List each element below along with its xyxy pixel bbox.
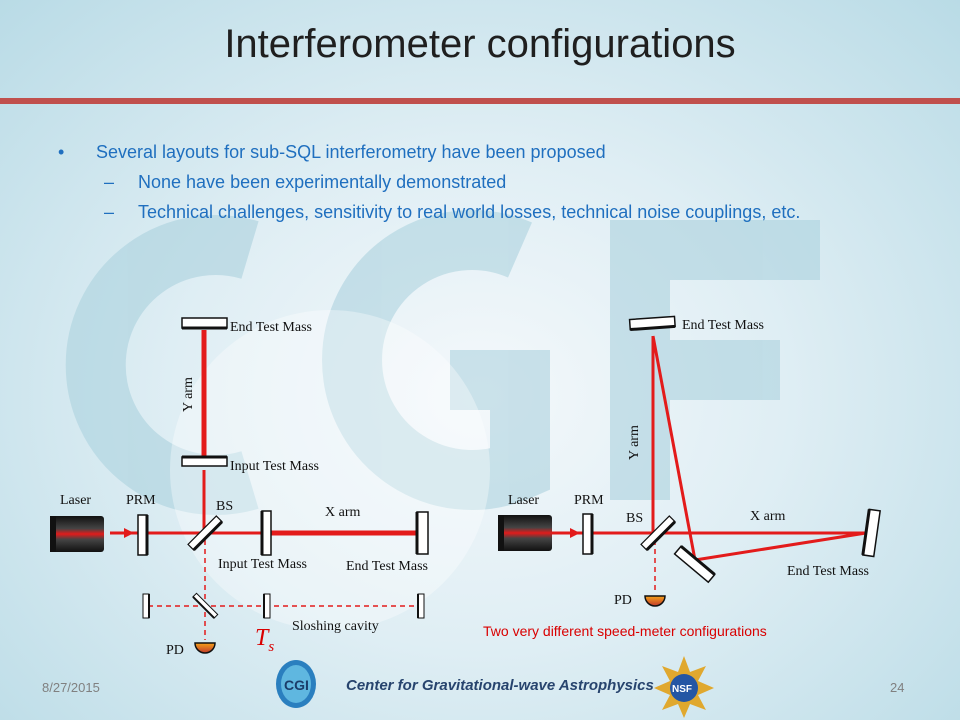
dash-icon: – [104,202,115,222]
end-test-mass-x [416,511,429,555]
right-interferometer: End Test Mass Y arm Laser PRM BS X arm E… [498,315,881,608]
label-prm: PRM [574,493,604,508]
left-interferometer: End Test Mass Y arm Input Test Mass Lase… [50,317,429,658]
label-x-arm: X arm [750,509,785,524]
photodetector-icon [644,595,666,607]
laser-icon [52,516,104,552]
label-y-arm: Y arm [181,377,196,412]
end-test-mass-y [628,315,676,332]
bullet-list: • Several layouts for sub-SQL interferom… [58,142,938,232]
svg-text:NSF: NSF [672,684,692,695]
center-name: Center for Gravitational-wave Astrophysi… [346,677,654,694]
bullet-item: • Several layouts for sub-SQL interferom… [58,142,938,163]
nsf-logo: NSF [654,656,714,718]
laser-icon [500,515,552,551]
label-end-test-mass-x: End Test Mass [346,559,428,574]
label-laser: Laser [508,493,539,508]
label-input-test-mass-y: Input Test Mass [230,459,319,474]
x-arm-return-beam [694,531,867,562]
sub-bullet-text: Technical challenges, sensitivity to rea… [138,202,801,222]
label-end-test-mass-x: End Test Mass [787,564,869,579]
beam-splitter [187,515,224,552]
slide-title: Interferometer configurations [224,22,736,66]
end-test-mass-x [861,508,881,558]
y-arm-return-beam [651,335,697,561]
label-end-test-mass-y: End Test Mass [230,320,312,335]
cgwa-logo: CGI [276,660,316,708]
label-laser: Laser [60,493,91,508]
sub-bullet-text: None have been experimentally demonstrat… [138,172,507,192]
folding-mirror [673,545,716,584]
label-ts: Ts [255,625,274,655]
title-divider [0,98,960,104]
photodetector-icon [194,642,216,654]
label-input-test-mass-x: Input Test Mass [218,557,307,572]
label-end-test-mass-y: End Test Mass [682,318,764,333]
label-bs: BS [216,499,233,514]
label-x-arm: X arm [325,505,360,520]
label-sloshing-cavity: Sloshing cavity [292,619,379,634]
label-bs: BS [626,511,643,526]
slide-date: 8/27/2015 [42,680,100,695]
bullet-text: Several layouts for sub-SQL interferomet… [96,142,606,162]
arrow-icon [124,528,134,538]
bullet-dot-icon: • [58,142,65,162]
arrow-icon [570,528,580,538]
beam-splitter [640,515,677,552]
page-number: 24 [890,680,905,695]
svg-text:CGI: CGI [284,677,309,693]
dash-icon: – [104,172,115,192]
diagram-caption: Two very different speed-meter configura… [483,623,767,639]
label-prm: PRM [126,493,156,508]
sub-bullet-item: – Technical challenges, sensitivity to r… [58,202,938,223]
sloshing-splitter [192,592,219,619]
label-y-arm: Y arm [627,425,642,460]
label-pd: PD [166,643,184,658]
label-pd: PD [614,593,632,608]
sub-bullet-item: – None have been experimentally demonstr… [58,172,938,193]
